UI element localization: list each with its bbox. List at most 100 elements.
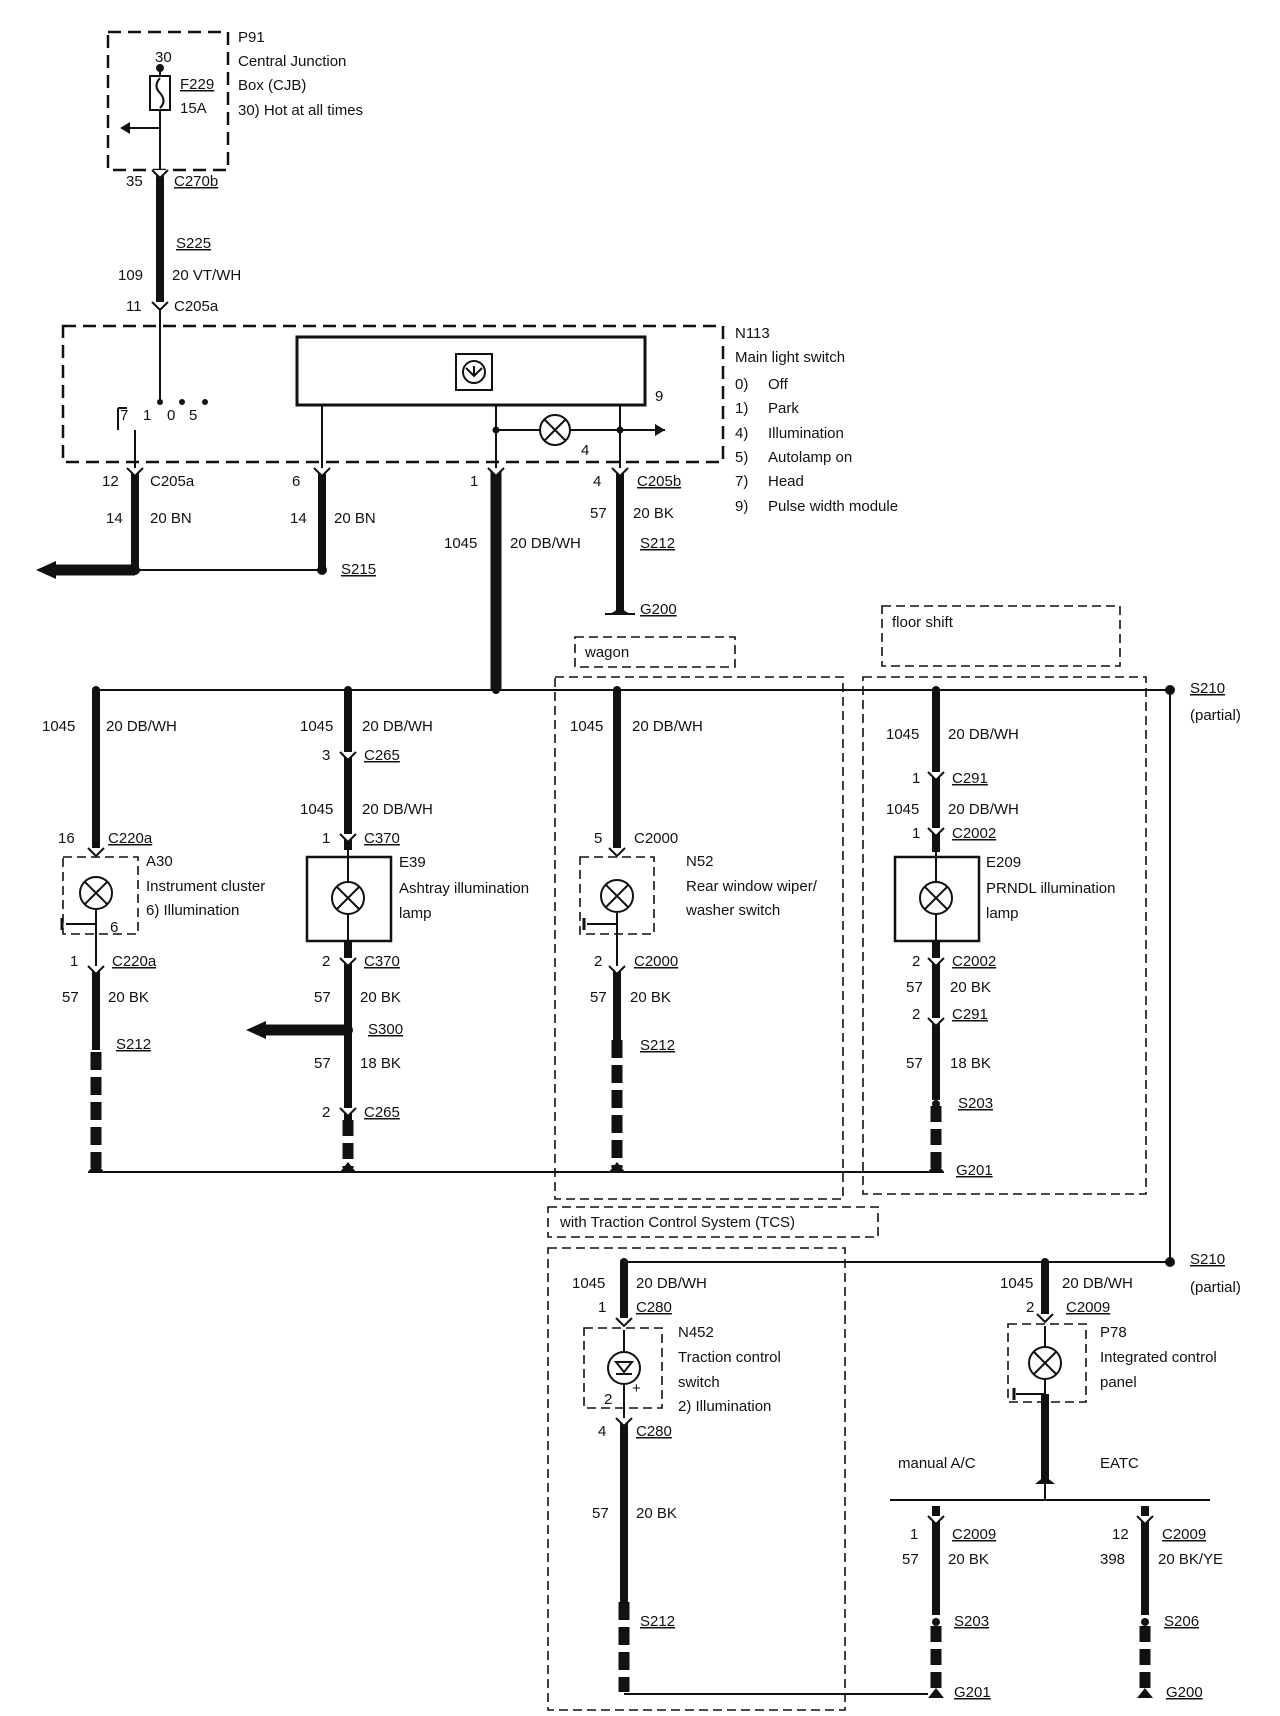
wire-gauge: 18 BK	[950, 1055, 991, 1072]
splice: S212	[640, 1037, 675, 1054]
main-bus: S210 (partial)	[92, 680, 1241, 1262]
wire-gauge: 20 DB/WH	[510, 535, 581, 552]
wire-gauge: 20 BK/YE	[1158, 1551, 1223, 1568]
option-boxes: wagon floor shift	[554, 605, 1147, 1200]
wire-gauge: 20 VT/WH	[172, 267, 241, 284]
ground: G200	[1166, 1684, 1203, 1701]
circuit: 14	[290, 510, 307, 527]
connector: C220a	[108, 830, 153, 847]
contact-label: 0	[167, 407, 175, 424]
pin: 3	[322, 747, 330, 764]
circuit: 1045	[300, 801, 333, 818]
circuit: 57	[902, 1551, 919, 1568]
e39-id: E39	[399, 854, 426, 871]
option-manual-ac: manual A/C	[898, 1455, 976, 1472]
connector: C2009	[1066, 1299, 1110, 1316]
wire-gauge: 20 DB/WH	[948, 726, 1019, 743]
circuit: 1045	[1000, 1275, 1033, 1292]
wire-gauge: 20 BK	[630, 989, 671, 1006]
e209-line: lamp	[986, 905, 1019, 922]
mode-num: 4)	[735, 425, 748, 442]
contact-label: 1	[143, 407, 151, 424]
connector: C370	[364, 953, 400, 970]
option-tcs: with Traction Control System (TCS)	[547, 1206, 879, 1711]
e209-id: E209	[986, 854, 1021, 871]
n113-main-light-switch: 7 1 0 5 4 9 N113 Main light switch 0) Of…	[61, 324, 898, 515]
p91-line: Box (CJB)	[238, 77, 306, 94]
wire-gauge: 18 BK	[360, 1055, 401, 1072]
pin: 11	[126, 298, 142, 315]
branch-e209: E209 PRNDL illumination lamp 1045 20 DB/…	[886, 690, 1116, 1179]
n452-line: 2) Illumination	[678, 1398, 771, 1415]
connector: C291	[952, 770, 988, 787]
connector: C2009	[1162, 1526, 1206, 1543]
p91-line: 30) Hot at all times	[238, 102, 363, 119]
pin: 1	[598, 1299, 606, 1316]
pin: 6	[110, 919, 118, 936]
plus-sign: +	[632, 1380, 641, 1397]
pin: 1	[70, 953, 78, 970]
pin: 35	[126, 173, 143, 190]
splice: S225	[176, 235, 211, 252]
branch-p78: P78 Integrated control panel 1045 20 DB/…	[890, 1262, 1217, 1501]
arrow-left-icon	[246, 1021, 266, 1039]
branch-n452: + 2 N452 Traction control switch 2) Illu…	[572, 1262, 928, 1695]
pin: 2	[322, 953, 330, 970]
wire-gauge: 20 BK	[360, 989, 401, 1006]
mode-text: Autolamp on	[768, 449, 852, 466]
splice-s210: S210	[1190, 680, 1225, 697]
a30-id: A30	[146, 853, 173, 870]
n52-line: washer switch	[685, 902, 780, 919]
wire-gauge: 20 DB/WH	[632, 718, 703, 735]
p78-line: panel	[1100, 1374, 1137, 1391]
connector: C205a	[150, 473, 195, 490]
option-floor-shift: floor shift	[892, 614, 954, 631]
pin: 6	[292, 473, 300, 490]
arrow-left-icon	[36, 561, 56, 579]
splice: S215	[341, 561, 376, 578]
p91-id: P91	[238, 29, 265, 46]
n113-outputs: 12 C205a 6 1 4 C205b 14 20 BN 14 20 BN 1…	[36, 467, 681, 690]
connector: C2000	[634, 953, 678, 970]
splice-partial: (partial)	[1190, 1279, 1241, 1296]
p78-line: Integrated control	[1100, 1349, 1217, 1366]
pin: 9	[655, 388, 663, 405]
splice-partial: (partial)	[1190, 707, 1241, 724]
n452-id: N452	[678, 1324, 714, 1341]
branch-manual-ac: 1 C2009 57 20 BK S203 G201	[902, 1506, 996, 1701]
circuit: 57	[906, 979, 923, 996]
circuit: 1045	[570, 718, 603, 735]
connector: C265	[364, 1104, 400, 1121]
splice: S212	[640, 1613, 675, 1630]
circuit: 1045	[886, 726, 919, 743]
fuse-amps: 15A	[180, 100, 207, 117]
mode-text: Pulse width module	[768, 498, 898, 515]
circuit: 1045	[886, 801, 919, 818]
lower-bus: S210 (partial)	[620, 1251, 1241, 1296]
pin: 1	[470, 473, 478, 490]
splice: S300	[368, 1021, 403, 1038]
contact-label: 5	[189, 407, 197, 424]
connector: C280	[636, 1423, 672, 1440]
connector: C265	[364, 747, 400, 764]
wire-gauge: 20 DB/WH	[1062, 1275, 1133, 1292]
connector: C370	[364, 830, 400, 847]
p78-id: P78	[1100, 1324, 1127, 1341]
pin: 2	[604, 1391, 612, 1408]
ground: G201	[956, 1162, 993, 1179]
connector: C280	[636, 1299, 672, 1316]
mode-text: Head	[768, 473, 804, 490]
option-wagon: wagon	[584, 644, 629, 661]
wire-gauge: 20 DB/WH	[362, 801, 433, 818]
circuit: 1045	[572, 1275, 605, 1292]
pin: 1	[912, 770, 920, 787]
circuit: 1045	[444, 535, 477, 552]
n113-id: N113	[735, 325, 770, 342]
mode-num: 1)	[735, 400, 748, 417]
wire-gauge: 20 BK	[636, 1505, 677, 1522]
pin: 12	[1112, 1526, 1129, 1543]
pin: 4	[593, 473, 601, 490]
n452-line: Traction control	[678, 1349, 781, 1366]
pin: 4	[598, 1423, 606, 1440]
feed-wire: 35 C270b S225 109 20 VT/WH 11 C205a	[118, 169, 241, 390]
